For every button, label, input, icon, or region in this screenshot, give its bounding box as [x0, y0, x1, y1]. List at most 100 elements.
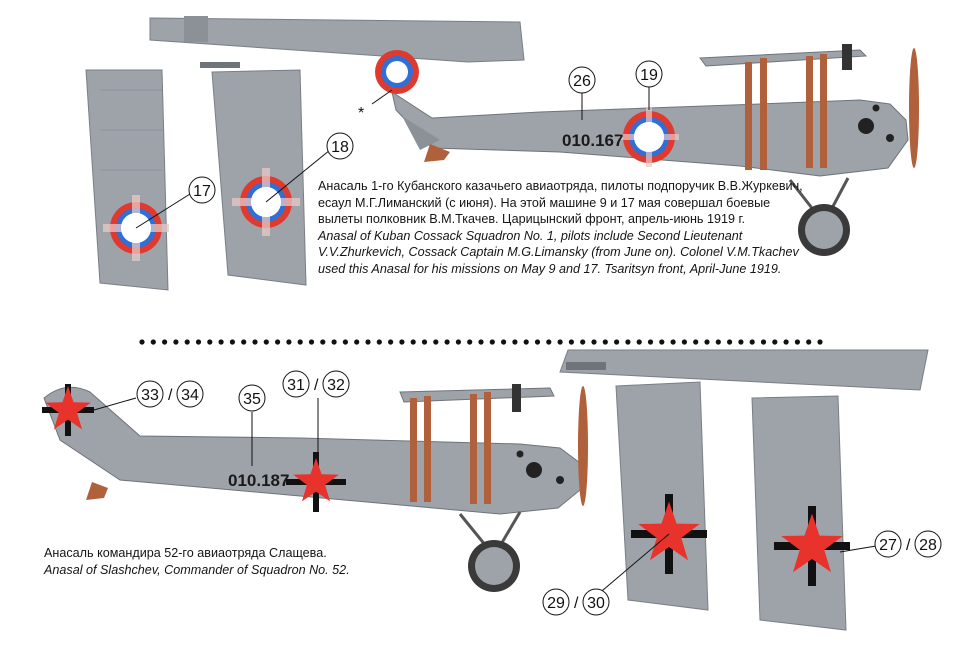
separator-dot: [489, 339, 495, 345]
red-star-cross-icon: [286, 452, 346, 512]
bottom-lower-wing-left: [615, 381, 709, 611]
separator-dot: [410, 339, 416, 345]
bottom-cowling-details: [516, 450, 564, 484]
separator-dot: [602, 339, 608, 345]
bottom-landing-gear: [458, 511, 522, 592]
svg-text:17: 17: [193, 183, 211, 200]
caption-top: Анасаль 1-го Кубанского казачьего авиаот…: [318, 178, 818, 277]
separator-dot: [523, 339, 529, 345]
separator-dot: [195, 339, 202, 345]
top-lower-wing-left: [85, 69, 169, 291]
caption-top-russian: Анасаль 1-го Кубанского казачьего авиаот…: [318, 179, 803, 226]
caption-bottom-russian: Анасаль командира 52-го авиаотряда Слаще…: [44, 546, 327, 560]
dotted-separator: [139, 339, 823, 345]
separator-dot: [399, 339, 405, 345]
top-lower-wing-right: [200, 62, 307, 286]
callout-26: 26: [568, 66, 596, 120]
separator-dot: [715, 339, 721, 345]
top-cowling-details: [858, 104, 894, 142]
bottom-struts: [410, 392, 491, 504]
separator-dot: [817, 339, 823, 345]
separator-dot: [150, 339, 156, 345]
separator-dot: [512, 339, 518, 345]
svg-text:/: /: [314, 377, 319, 394]
callout-29-30: 29 / 30: [542, 533, 670, 616]
top-upper-wing-section: [149, 16, 525, 63]
svg-text:34: 34: [181, 387, 199, 404]
separator-dot: [388, 339, 394, 345]
top-upper-wing: [699, 44, 868, 70]
separator-dot: [749, 339, 755, 345]
separator-dot: [659, 339, 665, 345]
separator-dot: [263, 339, 269, 345]
bottom-serial: 010.187: [228, 471, 289, 490]
separator-dot: [229, 339, 235, 345]
svg-text:29: 29: [547, 595, 565, 612]
separator-dot: [241, 339, 247, 345]
separator-dot: [727, 339, 733, 345]
separator-dot: [794, 339, 801, 345]
callout-19: 19: [635, 60, 663, 110]
callout-27-28: 27 / 28: [839, 530, 942, 558]
separator-dot: [534, 339, 541, 345]
svg-text:27: 27: [879, 537, 897, 554]
separator-dot: [376, 339, 382, 345]
separator-dot: [162, 339, 168, 345]
callout-33-34: 33 / 34: [93, 380, 204, 411]
svg-text:/: /: [906, 537, 911, 554]
separator-dot: [320, 339, 326, 345]
separator-dot: [806, 339, 812, 345]
separator-dot: [455, 339, 461, 345]
roundel-19: [619, 107, 679, 167]
svg-text:26: 26: [573, 73, 591, 90]
bottom-fuselage: [43, 386, 585, 515]
separator-dot: [421, 339, 428, 345]
top-struts: [745, 54, 827, 170]
callout-35: 35: [238, 384, 266, 466]
svg-text:33: 33: [141, 387, 159, 404]
separator-dot: [546, 339, 552, 345]
separator-dot: [444, 339, 450, 345]
separator-dot: [433, 339, 439, 345]
svg-text:/: /: [168, 387, 173, 404]
svg-text:/: /: [574, 595, 579, 612]
separator-dot: [772, 339, 778, 345]
separator-dot: [218, 339, 224, 345]
bottom-upper-wing-section: [559, 349, 929, 391]
separator-dot: [760, 339, 767, 345]
separator-dot: [173, 339, 179, 345]
callout-31-32: 31 / 32: [282, 370, 350, 456]
separator-dot: [297, 339, 303, 345]
separator-dot: [207, 339, 213, 345]
red-star-cross-icon: [774, 506, 850, 586]
separator-dot: [681, 339, 688, 345]
separator-dot: [308, 339, 315, 345]
svg-text:28: 28: [919, 537, 937, 554]
svg-text:31: 31: [287, 377, 305, 394]
svg-text:30: 30: [587, 595, 605, 612]
caption-top-english: Anasal of Kuban Cossack Squadron No. 1, …: [318, 228, 799, 276]
top-roundel-tail: [375, 50, 419, 94]
separator-dot: [342, 339, 348, 345]
top-serial: 010.167: [562, 131, 623, 150]
separator-dot: [693, 339, 699, 345]
asterisk-mark: *: [358, 105, 364, 122]
separator-dot: [365, 339, 371, 345]
separator-dot: [591, 339, 597, 345]
svg-text:32: 32: [327, 377, 345, 394]
svg-text:35: 35: [243, 391, 261, 408]
separator-dot: [783, 339, 789, 345]
separator-dot: [738, 339, 744, 345]
separator-dot: [275, 339, 281, 345]
caption-bottom-english: Anasal of Slashchev, Commander of Squadr…: [44, 562, 350, 577]
svg-text:19: 19: [640, 67, 658, 84]
separator-dot: [647, 339, 654, 345]
propeller-icon: [578, 386, 588, 506]
separator-dot: [478, 339, 484, 345]
svg-text:18: 18: [331, 139, 349, 156]
separator-dot: [354, 339, 360, 345]
separator-dot: [704, 339, 710, 345]
separator-dot: [331, 339, 337, 345]
separator-dot: [467, 339, 473, 345]
separator-dot: [286, 339, 292, 345]
